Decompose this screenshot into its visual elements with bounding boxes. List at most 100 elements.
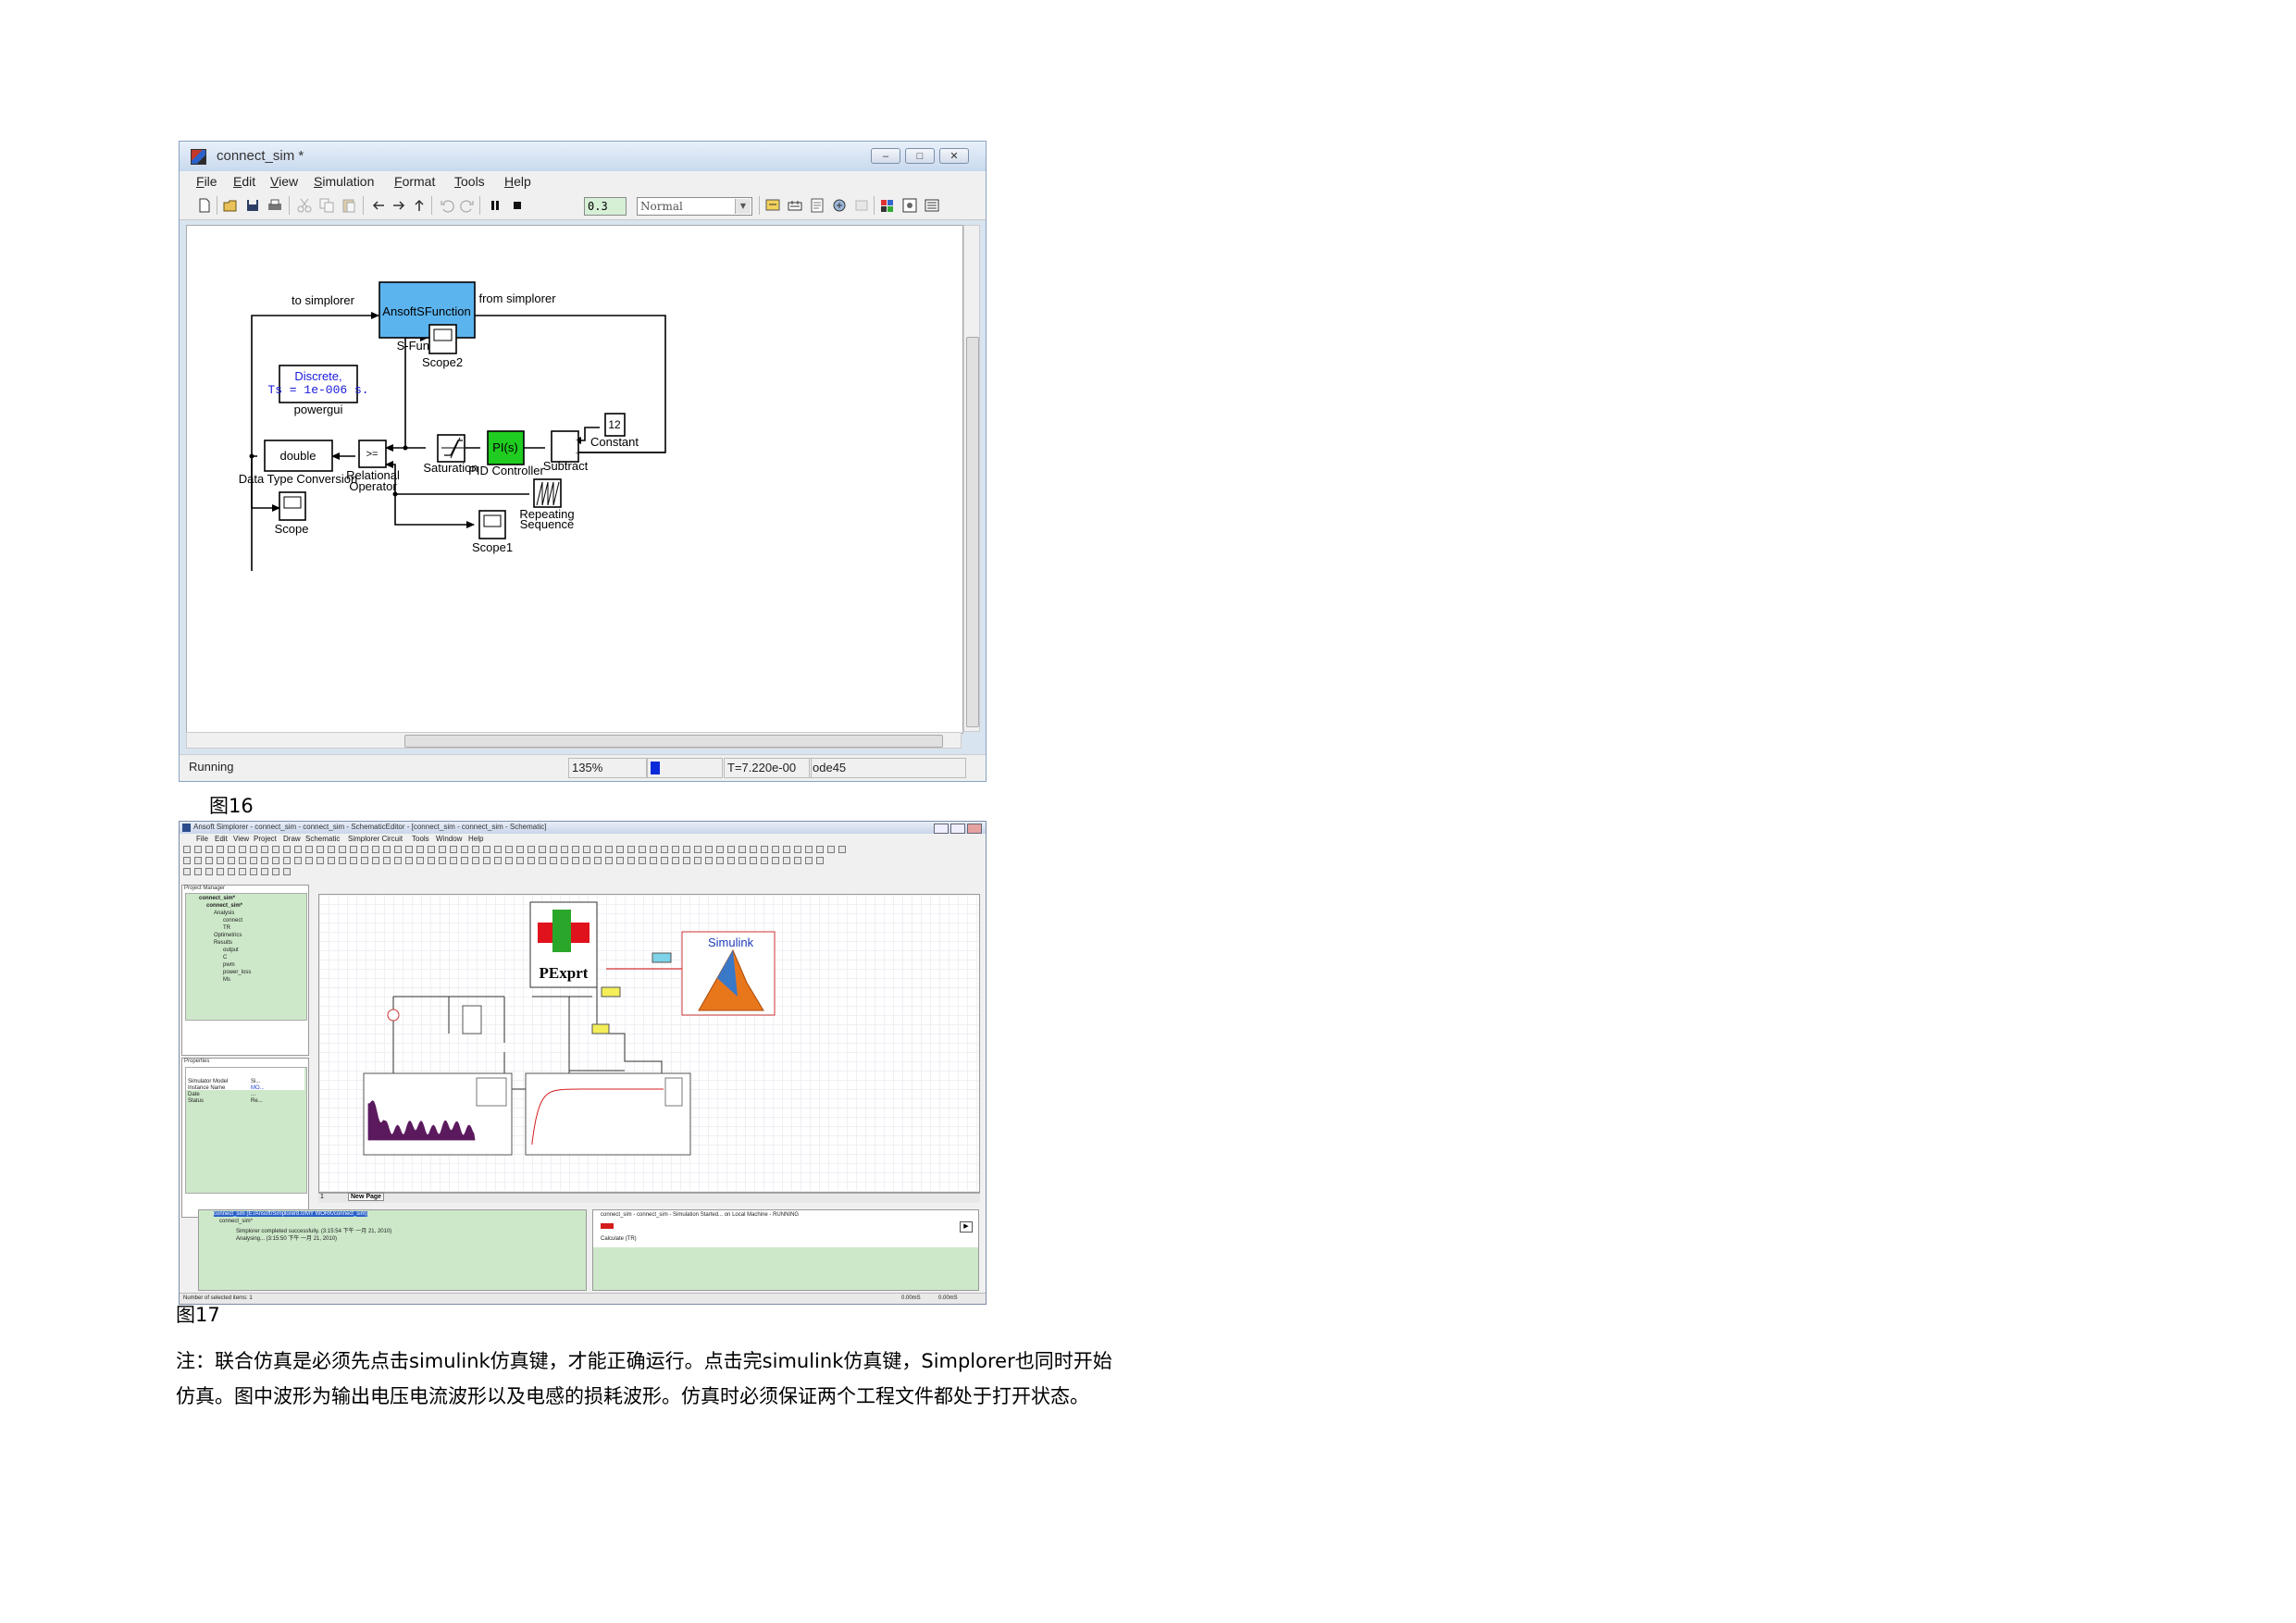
relational-operator-block[interactable] (358, 440, 387, 468)
tab-new-page[interactable]: New Page (348, 1193, 385, 1201)
print-icon[interactable] (267, 197, 283, 214)
toolbar-icon[interactable] (583, 857, 590, 864)
toolbar-icon[interactable] (694, 857, 701, 864)
toolbar-icon[interactable] (794, 857, 801, 864)
toolbar-icon[interactable] (550, 846, 557, 853)
toolbar-icon[interactable] (705, 857, 713, 864)
toolbar-icon[interactable] (261, 868, 268, 875)
toolbar-icon[interactable] (594, 857, 602, 864)
toolbar-icon[interactable] (405, 857, 413, 864)
toolbar-icon[interactable] (483, 857, 490, 864)
menu-edit[interactable]: Edit (233, 174, 256, 189)
toolbar-icon[interactable] (639, 857, 646, 864)
prop-value-1[interactable]: MO... (251, 1085, 265, 1091)
toolbar-icon[interactable] (505, 846, 513, 853)
toolbar-icon[interactable] (350, 846, 357, 853)
toolbar-icon[interactable] (716, 846, 724, 853)
toolbar-icon[interactable] (450, 846, 457, 853)
tree-design[interactable]: connect_sim* (206, 903, 243, 909)
plot-inductor-loss[interactable] (525, 1072, 691, 1156)
toolbar-icon[interactable] (416, 857, 424, 864)
menu-view[interactable]: View (270, 174, 299, 189)
open-icon[interactable] (222, 197, 239, 214)
s-menu-circuit[interactable]: Simplorer Circuit (348, 835, 403, 843)
maximize-button[interactable]: □ (905, 148, 935, 164)
toolbar-icon[interactable] (683, 846, 690, 853)
vertical-scrollbar[interactable] (963, 225, 980, 732)
toolbar-icon[interactable] (816, 846, 824, 853)
toolbar-icon[interactable] (194, 857, 202, 864)
toolbar-icon[interactable] (572, 846, 579, 853)
toolbar-icon[interactable] (250, 868, 257, 875)
toolbar-icon[interactable] (450, 857, 457, 864)
toolbar-icon[interactable] (494, 846, 502, 853)
toolbar-icon[interactable] (217, 857, 224, 864)
toolbar-icon[interactable] (761, 846, 768, 853)
horizontal-scrollbar[interactable] (186, 732, 962, 749)
back-icon[interactable] (370, 197, 387, 214)
build-icon[interactable] (764, 197, 781, 214)
model-canvas[interactable]: AnsoftSFunction S-Function to simplorer … (186, 225, 963, 734)
toolbar-icon[interactable] (272, 868, 279, 875)
toolbar-icon[interactable] (727, 846, 735, 853)
data-type-conversion-block[interactable] (264, 440, 333, 472)
toolbar-icon[interactable] (272, 857, 279, 864)
toolbar-icon[interactable] (672, 846, 679, 853)
toolbar-icon[interactable] (439, 846, 446, 853)
toolbar-icon[interactable] (283, 846, 291, 853)
s-menu-project[interactable]: Project (254, 835, 277, 843)
tree-analysis[interactable]: Analysis (214, 911, 235, 916)
toolbar-icon[interactable] (472, 846, 479, 853)
toolbar-icon[interactable] (294, 846, 302, 853)
toolbar-icon[interactable] (816, 857, 824, 864)
s-menu-file[interactable]: File (196, 835, 208, 843)
toolbar-icon[interactable] (261, 846, 268, 853)
toolbar-icon[interactable] (661, 857, 668, 864)
properties-icon[interactable] (924, 197, 940, 214)
toolbar-icon[interactable] (205, 846, 213, 853)
toolbar-icon[interactable] (239, 846, 246, 853)
toolbar-icon[interactable] (383, 857, 391, 864)
toolbar-icon[interactable] (605, 857, 613, 864)
toolbar-icon[interactable] (527, 846, 535, 853)
toolbar-icon[interactable] (616, 846, 624, 853)
toolbar-icon[interactable] (683, 857, 690, 864)
toolbar-icon[interactable] (727, 857, 735, 864)
tree-pwm[interactable]: pwm (223, 962, 235, 968)
toolbar-icon[interactable] (761, 857, 768, 864)
forward-icon[interactable] (391, 197, 407, 214)
toolbar-icon[interactable] (505, 857, 513, 864)
toolbar-icon[interactable] (639, 846, 646, 853)
toolbar-icon[interactable] (316, 846, 324, 853)
toolbar-icon[interactable] (428, 846, 435, 853)
menu-format[interactable]: Format (394, 174, 436, 189)
toolbar-icon[interactable] (394, 857, 402, 864)
toolbar-icon[interactable] (228, 868, 235, 875)
tree-tr[interactable]: TR (223, 925, 230, 931)
update-diagram-icon[interactable] (787, 197, 803, 214)
toolbar-icon[interactable] (228, 857, 235, 864)
toolbar-icon[interactable] (283, 857, 291, 864)
s-menu-help[interactable]: Help (468, 835, 484, 843)
toolbar-icon[interactable] (705, 846, 713, 853)
tree-ms[interactable]: Ms (223, 977, 230, 983)
toolbar-icon[interactable] (583, 846, 590, 853)
toolbar-icon[interactable] (228, 846, 235, 853)
menu-help[interactable]: Help (504, 174, 531, 189)
properties-table[interactable]: Simulator Model Si... Instance Name MO..… (185, 1067, 307, 1194)
toolbar-icon[interactable] (305, 857, 313, 864)
toolbar-icon[interactable] (339, 846, 346, 853)
tree-optimetrics[interactable]: Optimetrics (214, 933, 242, 938)
toolbar-icon[interactable] (694, 846, 701, 853)
s-menu-tools[interactable]: Tools (412, 835, 429, 843)
toolbar-icon[interactable] (194, 846, 202, 853)
toolbar-icon[interactable] (416, 846, 424, 853)
toolbar-icon[interactable] (316, 857, 324, 864)
toolbar-icon[interactable] (650, 857, 657, 864)
message-project[interactable]: connect_sim (E:/Ansoft/Simplorer8.0/MY W… (214, 1211, 367, 1217)
library-browser-icon[interactable] (879, 197, 896, 214)
s-menu-window[interactable]: Window (436, 835, 463, 843)
undo-icon[interactable] (439, 197, 455, 214)
toolbar-icon[interactable] (539, 857, 546, 864)
toolbar-icon[interactable] (194, 868, 202, 875)
